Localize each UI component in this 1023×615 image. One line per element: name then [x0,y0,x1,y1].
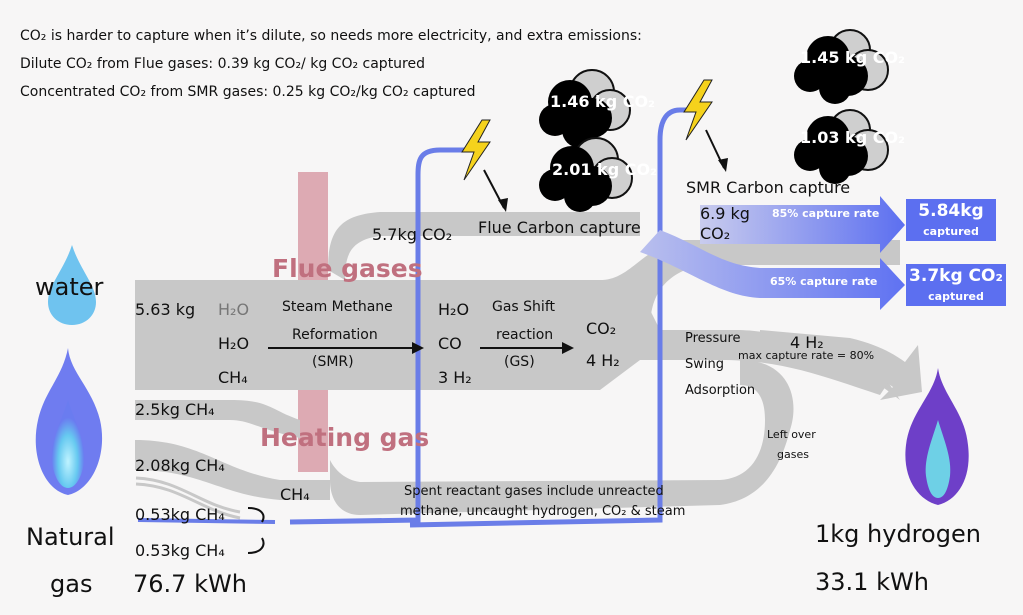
gs-reaction-arrowhead [562,342,574,354]
ch4-curve-arrow-1 [247,507,265,523]
ch4-flow-2: 2.08kg CH₄ [135,456,225,475]
hydrogen-output-energy: 33.1 kWh [815,568,929,596]
cloud-smr-electricity [794,29,889,104]
ch4-band-1 [135,400,300,438]
electric-line-feed [137,518,276,524]
ch4-curve-arrow-2 [247,537,265,554]
flue-cloud-electricity-text: 1.46 kg CO₂ [550,92,656,111]
spent-return [330,360,794,515]
ch4-flow-1: 2.5kg CH₄ [135,400,215,419]
smr-co2-line2: CO₂ [700,224,731,243]
smr-output-co: CO [438,334,462,353]
electric-line-flue [289,147,470,525]
cloud-smr-residual [794,109,889,184]
flue-gas-up [328,212,640,280]
psa-line-2: Swing [685,357,724,372]
heating-gas-label: Heating gas [260,423,430,452]
flue-capture-rate: 65% capture rate [770,275,878,288]
psa-line-1: Pressure [685,331,741,346]
psa-max-rate: max capture rate = 80% [738,349,875,362]
water-amount: 5.63 kg [135,300,196,319]
gs-title-2: reaction [496,327,554,343]
bolt-arrowhead-smr [718,158,728,172]
intro-line-1: CO₂ is harder to capture when it’s dilut… [20,28,642,44]
natural-gas-flame-inner [51,400,85,488]
flue-capture-arrow [640,230,905,310]
hydrogen-flame-inner [925,420,951,498]
natural-gas-energy: 76.7 kWh [133,570,247,598]
psa-h2: 4 H₂ [790,333,824,352]
bolt-icon-smr [683,79,713,141]
flue-gases-label: Flue gases [272,254,423,283]
bolt-icon-flue [461,119,491,181]
water-drop-icon [48,245,96,325]
flue-capture-label: Flue Carbon capture [478,218,641,237]
smr-input-ch4: CH₄ [218,368,248,387]
ch4-heating: CH₄ [280,485,310,504]
hydrogen-arrow [760,330,922,400]
psa-line-3: Adsorption [685,383,756,398]
smr-capture-arrow [700,196,905,253]
flue-co2-flow: 5.7kg CO₂ [372,225,453,244]
ch4-band-2 [135,440,330,500]
flue-captured-label: captured [928,290,984,303]
smr-abbrev: (SMR) [312,354,354,370]
intro-line-3: Concentrated CO₂ from SMR gases: 0.25 kg… [20,84,476,100]
cloud-flue-residual [539,137,633,212]
smr-reaction-arrowhead [412,342,424,354]
reactor-band [135,290,890,395]
smr-output-h2o: H₂O [438,300,470,319]
flue-cloud-residual-text: 2.01 kg CO₂ [552,160,658,179]
ch4-flow-4: 0.53kg CH₄ [135,541,225,560]
psa-leftover-1: Left over [767,428,816,441]
natural-gas-label-1: Natural [26,523,115,551]
smr-capture-rate: 85% capture rate [772,207,880,220]
smr-title-2: Reformation [292,327,378,343]
smr-co2-line1: 6.9 kg [700,204,750,223]
smr-cloud-residual-text: 1.03 kg CO₂ [800,128,906,147]
smr-captured-box [906,199,996,241]
smr-capture-label: SMR Carbon capture [686,178,851,197]
spent-gases-line-1: Spent reactant gases include unreacted [404,484,664,499]
gs-output-h2: 4 H₂ [586,351,620,370]
flue-captured-value: 3.7kg CO₂ [909,266,1003,286]
intro-line-2: Dilute CO₂ from Flue gases: 0.39 kg CO₂/… [20,56,426,72]
smr-title-1: Steam Methane [282,299,393,315]
gs-output-co2: CO₂ [586,319,617,338]
water-formula: H₂O [218,300,250,319]
smr-input-h2o: H₂O [218,334,250,353]
ch4-flow-3: 0.53kg CH₄ [135,505,225,524]
gs-abbrev: (GS) [504,354,535,370]
water-label: water [35,273,104,301]
flue-captured-box [906,264,1006,306]
smr-cloud-electricity-text: 1.45 kg CO₂ [800,48,906,67]
bolt-arrowhead-flue [498,198,508,212]
gs-title-1: Gas Shift [492,299,555,315]
spent-gases-line-2: methane, uncaught hydrogen, CO₂ & steam [400,504,686,519]
psa-leftover-2: gases [777,448,809,461]
smr-captured-label: captured [923,225,979,238]
natural-gas-label-2: gas [50,570,93,598]
electric-line-smr [409,107,700,528]
smr-captured-value: 5.84kg [918,201,984,221]
ch4-feed-lines [135,476,241,520]
smr-output-h2: 3 H₂ [438,368,472,387]
hydrogen-output-label: 1kg hydrogen [815,520,981,548]
